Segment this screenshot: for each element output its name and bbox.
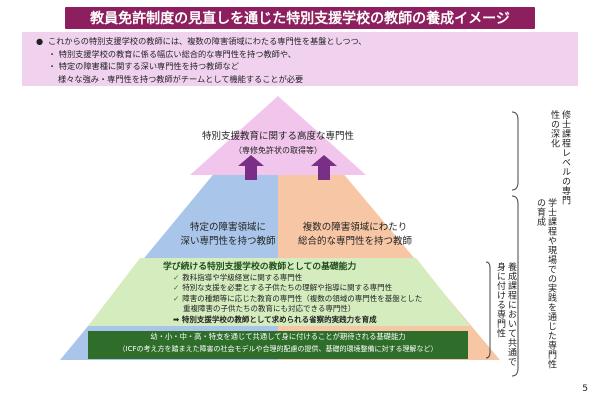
intro-line-3: ・ 特定の障害種に関する深い専門性を持つ教師など: [48, 61, 239, 72]
intro-line-4: 様々な強み・専門性を持つ教師がチームとして機能することが必要: [58, 73, 304, 84]
intro-line-2: ・ 特別支援学校の教育に係る幅広い総合的な専門性を持つ教師や、: [48, 48, 296, 59]
check-icon: ✓: [173, 293, 180, 303]
green-skills-panel: 学び続ける特別支援学校の教師としての基礎能力 ✓教科指導や学級経営に関する専門性…: [145, 262, 483, 324]
pyramid-green-layer: [88, 258, 470, 326]
reflective-practice-line: ➡ 特別支援学校の教師として求められる省察的実践力を育成: [173, 314, 377, 324]
side-label-common: 養成課程において共通で身に付ける専門性: [495, 262, 516, 367]
right-face-label-2: 総合的な専門性を持つ教師: [297, 236, 412, 247]
skill-item-3: ✓障害の種類等に応じた教育の専門性（複数の領域の専門性を基盤とした: [173, 293, 423, 303]
check-icon: ✓: [173, 283, 180, 293]
skill-item-2: ✓特別な支援を必要とする子供たちの理解や指導に関する専門性: [173, 283, 393, 293]
intro-box: ●これからの特別支援学校の教師には、複数の障害領域にわたる専門性を基盤としつつ、…: [22, 32, 578, 86]
side-label-bachelor: 学士課程や現場での実践を通じた専門性の育成: [535, 198, 556, 369]
band-line-1: 幼・小・中・高・特支を通じて共通して身に付けることが期待される基礎能力: [150, 332, 406, 341]
left-face-label-2: 深い専門性を持つ教師: [180, 236, 276, 247]
bracket-master: [511, 111, 519, 191]
band-line-2: （ICFの考え方を踏まえた障害の社会モデルや合理的配慮の提供、基礎的環境整備に対…: [118, 345, 438, 353]
bullet-icon: ●: [36, 36, 44, 46]
apex-label: 特別支援教育に関する高度な専門性: [201, 131, 354, 142]
bracket-bachelor: [511, 195, 519, 377]
green-heading: 学び続ける特別支援学校の教師としての基礎能力: [163, 262, 357, 272]
right-face-label-1: 複数の障害領域にわたり: [302, 222, 408, 233]
bracket-common: [485, 261, 491, 359]
apex-sublabel: （専修免許状の取得等）: [234, 146, 322, 155]
up-arrow-left-icon: [238, 155, 264, 180]
page-title: 教員免許制度の見直しを通じた特別支援学校の教師の養成イメージ: [65, 7, 535, 29]
right-arrow-icon: ➡: [173, 314, 182, 324]
check-icon: ✓: [173, 272, 180, 282]
left-face-label-1: 特定の障害領域に: [189, 222, 266, 233]
skill-item-3-cont: 重複障害の子供たちの教育にも対応できる専門性）: [183, 304, 356, 314]
page-number: 5: [582, 384, 588, 394]
skill-item-1: ✓教科指導や学級経営に関する専門性: [173, 272, 303, 282]
common-foundation-band: 幼・小・中・高・特支を通じて共通して身に付けることが期待される基礎能力 （ICF…: [88, 331, 468, 359]
up-arrow-right-icon: [311, 155, 337, 180]
pyramid-apex: [190, 96, 366, 175]
side-label-master: 修士課程レベルの専門性の深化: [549, 110, 570, 205]
intro-line-1: ●これからの特別支援学校の教師には、複数の障害領域にわたる専門性を基盤としつつ、: [36, 36, 367, 46]
